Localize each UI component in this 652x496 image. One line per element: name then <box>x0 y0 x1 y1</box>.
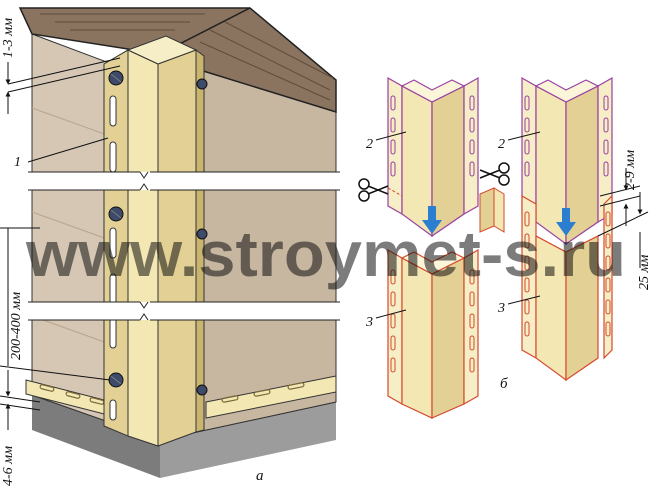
corner-profile-post <box>103 35 208 447</box>
part-label-2-left: 2 <box>366 137 373 152</box>
part-label-3-left: 3 <box>365 315 373 330</box>
lower-profile-left <box>387 248 479 419</box>
cut-piece <box>479 187 505 233</box>
dimension-top-label: 1-3 мм <box>1 18 16 58</box>
profile-joining-illustration: 2 <box>358 76 652 419</box>
upper-profile-left <box>387 76 479 238</box>
caption-b: б <box>500 376 508 392</box>
dimension-bottom-label: 4-6 мм <box>1 446 16 486</box>
scissors-icon <box>479 162 510 186</box>
break-lines <box>0 171 340 321</box>
arrow-down-icon <box>556 208 576 236</box>
dimension-lines-right <box>597 168 649 268</box>
part-label-1: 1 <box>14 155 21 170</box>
watermark: www.stroymet-s.ru <box>25 218 626 290</box>
part-label-3-right: 3 <box>497 301 505 316</box>
dimension-overlap-label: 2-9 мм <box>623 150 638 190</box>
house-corner-illustration: 1-3 мм 200-400 мм 4-6 мм 1 а <box>0 7 340 486</box>
dimension-middle-label: 200-400 мм <box>9 292 24 360</box>
part-label-2-right: 2 <box>498 137 505 152</box>
scissors-icon <box>358 178 389 202</box>
dimension-lines-left <box>0 57 121 430</box>
lower-profile-right <box>521 194 613 382</box>
dimension-cut-label: 25 мм <box>637 255 652 290</box>
caption-a: а <box>256 468 264 484</box>
starter-strip-right <box>205 375 337 419</box>
arrow-down-icon <box>422 206 442 234</box>
